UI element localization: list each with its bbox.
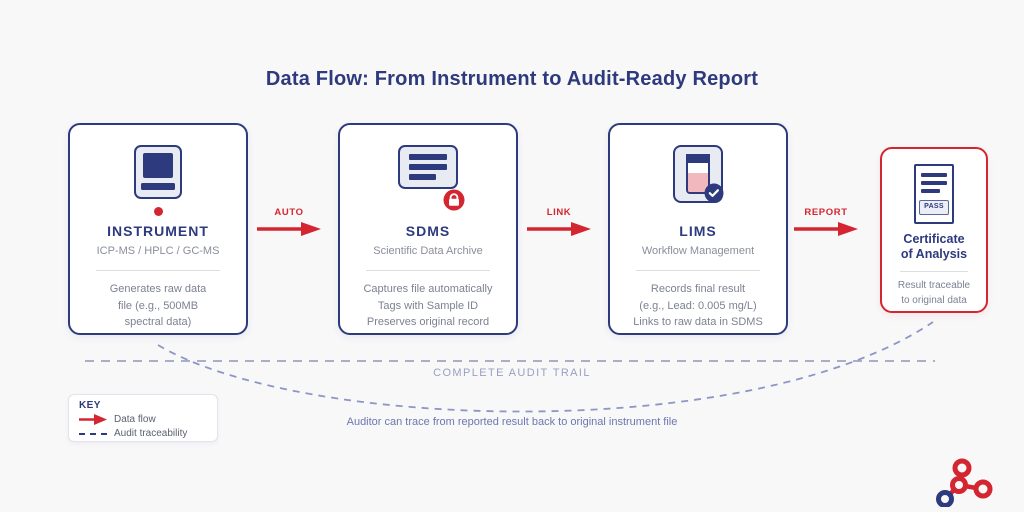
arrow-right-icon [794,222,858,236]
description-line: Preserves original record [366,316,490,328]
stage-name: LIMS [679,223,717,239]
stage-description: Generates raw data file (e.g., 500MB spe… [70,281,246,331]
legend-label: Audit traceability [114,428,188,439]
description-line: Captures file automatically [363,283,493,295]
instrument-icon-area [70,145,246,221]
legend-dashed-line-icon [79,432,107,435]
stage-name: INSTRUMENT [107,223,209,239]
stage-subtitle: ICP-MS / HPLC / GC-MS [96,245,220,257]
divider [96,270,220,271]
flow-arrow-auto: AUTO [256,207,322,242]
arrow-label: LINK [546,207,572,218]
sample-tube-icon [673,145,724,203]
complete-audit-trail-label: COMPLETE AUDIT TRAIL [433,367,591,379]
legend-box: KEY Data flow Audit traceability [68,394,218,442]
legend-title: KEY [79,400,101,411]
status-dot-icon [153,207,163,216]
legend-arrow-icon [79,414,107,425]
audit-trace-note: Auditor can trace from reported result b… [346,416,678,428]
description-line: Tags with Sample ID [377,299,479,312]
sdms-icon-area [340,145,516,221]
stage-box-sdms: SDMS Scientific Data Archive Captures fi… [338,123,518,335]
instrument-monitor-icon [134,145,182,199]
divider [900,271,968,272]
stage-subtitle: Workflow Management [641,245,755,257]
lock-badge-icon [443,189,465,211]
data-archive-icon [398,145,458,189]
certificate-title-line: Certificate [903,232,965,246]
stage-box-instrument: INSTRUMENT ICP-MS / HPLC / GC-MS Generat… [68,123,248,335]
arrow-right-icon [527,222,591,236]
certificate-title: Certificate of Analysis [882,232,986,262]
legend-label: Data flow [114,414,156,425]
description-line: Result traceable [897,280,971,291]
stage-description: Captures file automatically Tags with Sa… [340,281,516,331]
molecule-logo-icon [936,458,993,507]
check-badge-icon [704,183,724,203]
pass-stamp: PASS [919,199,949,215]
legend-item-audit-traceability: Audit traceability [79,428,207,439]
page-title: Data Flow: From Instrument to Audit-Read… [265,68,759,90]
description-line: file (e.g., 500MB [117,299,199,312]
certificate-document-icon: PASS [914,164,954,224]
certificate-title-line: of Analysis [900,247,968,261]
description-line: Generates raw data [109,283,207,295]
divider [636,270,760,271]
description-line: Records final result [650,283,746,295]
flow-arrow-report: REPORT [793,207,859,242]
certificate-box: PASS Certificate of Analysis Result trac… [880,147,988,313]
stage-box-lims: LIMS Workflow Management Records final r… [608,123,788,335]
arrow-right-icon [257,222,321,236]
arrow-label: REPORT [804,207,848,218]
certificate-description: Result traceable to original data [882,279,986,308]
description-line: to original data [901,294,967,306]
arrow-label: AUTO [274,207,304,218]
stage-subtitle: Scientific Data Archive [373,245,483,257]
flow-arrow-link: LINK [526,207,592,242]
description-line: spectral data) [124,316,192,328]
description-line: Links to raw data in SDMS [633,316,763,328]
legend-item-data-flow: Data flow [79,414,207,425]
description-line: (e.g., Lead: 0.005 mg/L) [639,299,757,312]
stage-description: Records final result (e.g., Lead: 0.005 … [610,281,786,331]
lims-icon-area [610,145,786,221]
divider [366,270,490,271]
stage-name: SDMS [405,223,451,239]
